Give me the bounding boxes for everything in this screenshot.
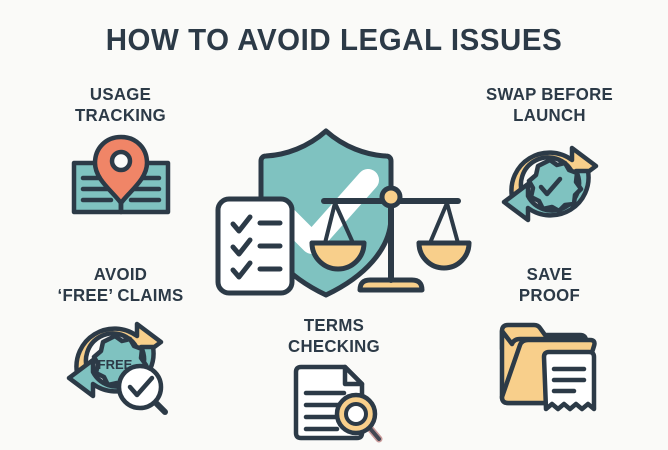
page-title: HOW TO AVOID LEGAL ISSUES xyxy=(105,22,563,57)
free-badge-text: FREE xyxy=(97,357,132,372)
map-pin-over-book-icon xyxy=(23,125,218,218)
item-avoid-free-claims-label: AVOID ‘FREE’ CLAIMS xyxy=(57,264,184,305)
folder-receipt-icon xyxy=(452,305,647,415)
verified-badge-icon xyxy=(526,158,583,214)
circular-arrows-badge-check-icon xyxy=(452,125,647,233)
document-magnifier-icon xyxy=(238,356,430,446)
checklist-clipboard-icon xyxy=(215,196,295,296)
receipt-icon xyxy=(541,350,596,412)
legal-shield-scales-illustration xyxy=(208,125,472,305)
map-pin-icon xyxy=(92,135,149,206)
item-usage-tracking-label: USAGE TRACKING xyxy=(75,84,166,125)
item-swap-before-launch-label: SWAP BEFORE LAUNCH xyxy=(485,84,614,125)
item-save-proof-label: SAVE PROOF xyxy=(518,264,581,305)
item-terms-checking-label: TERMS CHECKING xyxy=(288,315,380,356)
magnifier-check-icon xyxy=(116,364,168,416)
item-avoid-free-claims: AVOID ‘FREE’ CLAIMS FREE xyxy=(23,264,218,417)
item-terms-checking: TERMS CHECKING xyxy=(238,315,430,446)
magnifier-icon xyxy=(334,393,383,443)
item-swap-before-launch: SWAP BEFORE LAUNCH xyxy=(452,84,647,233)
item-save-proof: SAVE PROOF xyxy=(452,264,647,415)
item-usage-tracking: USAGE TRACKING xyxy=(23,84,218,218)
free-badge-magnifier-icon: FREE xyxy=(23,305,218,417)
scales-of-justice-icon xyxy=(309,185,472,293)
